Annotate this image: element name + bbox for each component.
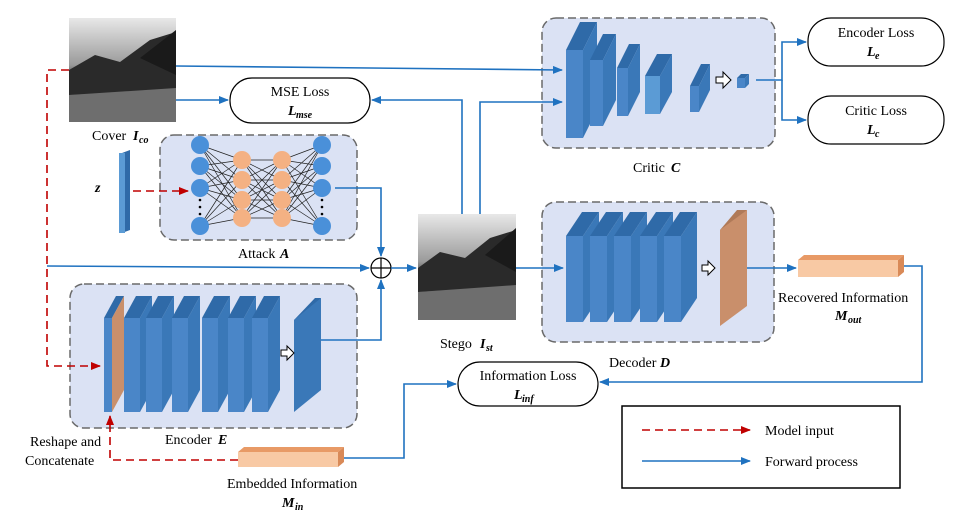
mse-loss-box (229, 77, 371, 124)
embedded-info-bar (238, 447, 344, 467)
stego-symbol: I (479, 337, 486, 352)
decoder-output-arrow (701, 259, 716, 277)
encoder-loss-label: Encoder Loss (838, 26, 915, 41)
cover-subscript: co (139, 135, 148, 146)
decoder-label: Decoder (609, 356, 657, 371)
mse-loss-label: MSE Loss (271, 85, 330, 100)
mse-loss-symbol: L (287, 104, 297, 119)
decoder-layers (566, 210, 747, 326)
critic-loss-label: Critic Loss (845, 104, 907, 119)
forward-connectors (46, 38, 923, 459)
decoder-symbol: D (659, 356, 670, 371)
reshape-label-line1: Reshape and (30, 435, 101, 450)
model-input-connectors (46, 69, 238, 461)
cover-label: Cover (92, 129, 127, 144)
embedded-symbol: M (281, 496, 295, 511)
encoder-layers (104, 296, 321, 412)
info-loss-symbol: L (513, 388, 523, 403)
legend-box (621, 405, 901, 489)
encoder-symbol: E (217, 433, 227, 448)
legend-model-input-label: Model input (765, 424, 834, 439)
recovered-symbol: M (834, 309, 848, 324)
attack-network (191, 136, 331, 235)
recovered-label: Recovered Information (778, 291, 908, 306)
critic-layers (566, 22, 749, 138)
critic-label: Critic (633, 161, 665, 176)
critic-loss-symbol: L (866, 123, 876, 138)
critic-symbol: C (671, 161, 681, 176)
encoder-output-arrow (280, 344, 295, 362)
embedded-subscript: in (295, 502, 304, 513)
recovered-info-bar (798, 255, 904, 277)
stego-subscript: st (485, 343, 494, 354)
z-label: z (94, 181, 101, 196)
stego-label: Stego (440, 337, 472, 352)
critic-loss-box (807, 95, 945, 145)
encoder-loss-subscript: e (875, 51, 880, 62)
info-loss-label: Information Loss (480, 369, 577, 384)
reshape-label-line2: Concatenate (25, 454, 94, 469)
z-vector (119, 150, 130, 233)
encoder-loss-box (807, 17, 945, 67)
info-loss-box (457, 361, 599, 407)
critic-output-arrow (715, 70, 732, 90)
stego-image (418, 214, 516, 320)
critic-loss-subscript: c (875, 129, 880, 140)
cover-image (69, 18, 176, 122)
legend-forward-label: Forward process (765, 455, 858, 470)
sum-node (370, 257, 392, 279)
attack-label: Attack (238, 247, 275, 262)
recovered-subscript: out (848, 315, 863, 326)
info-loss-subscript: inf (522, 394, 535, 405)
mse-loss-subscript: mse (296, 110, 313, 121)
embedded-label: Embedded Information (227, 477, 357, 492)
encoder-loss-symbol: L (866, 45, 876, 60)
encoder-label: Encoder (165, 433, 212, 448)
cover-symbol: I (132, 129, 139, 144)
attack-symbol: A (279, 247, 289, 262)
